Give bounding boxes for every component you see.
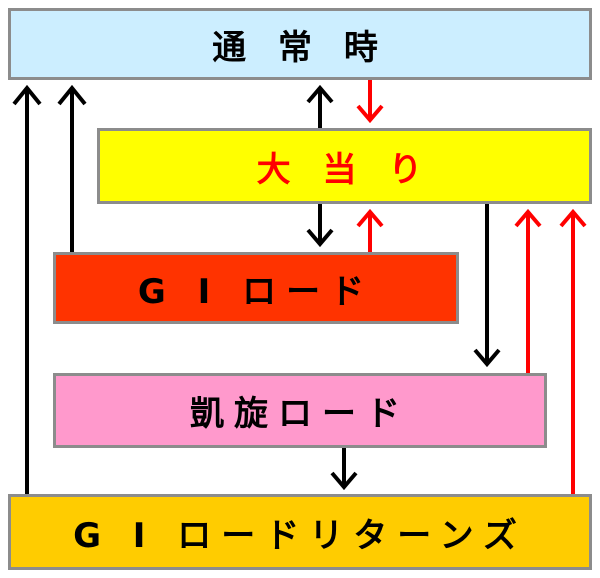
edge-g1road-to-normal: [57, 84, 87, 252]
node-victory-label: 凱旋ロード: [190, 394, 410, 434]
node-g1road: G I ロード: [53, 252, 459, 324]
node-returns-label: G I ロードリターンズ: [73, 515, 527, 556]
node-normal-label: 通 常 時: [212, 27, 388, 68]
edge-g1road-to-jackpot: [356, 208, 384, 252]
edge-returns-to-jackpot: [559, 208, 587, 494]
edge-jackpot-to-g1road: [306, 204, 334, 248]
node-g1road-label: G I ロード: [137, 271, 375, 312]
node-victory: 凱旋ロード: [53, 373, 547, 448]
node-returns: G I ロードリターンズ: [8, 494, 592, 570]
edge-victory-to-returns: [330, 448, 358, 491]
node-jackpot: 大 当 り: [97, 128, 592, 204]
edge-returns-to-normal: [12, 84, 42, 494]
edge-victory-to-jackpot: [514, 208, 542, 373]
edge-normal-to-jackpot: [356, 80, 384, 124]
edge-jackpot-to-victory: [473, 204, 501, 368]
node-jackpot-label: 大 当 り: [256, 149, 433, 190]
node-normal: 通 常 時: [8, 8, 592, 80]
edge-jackpot-to-normal: [306, 84, 334, 128]
